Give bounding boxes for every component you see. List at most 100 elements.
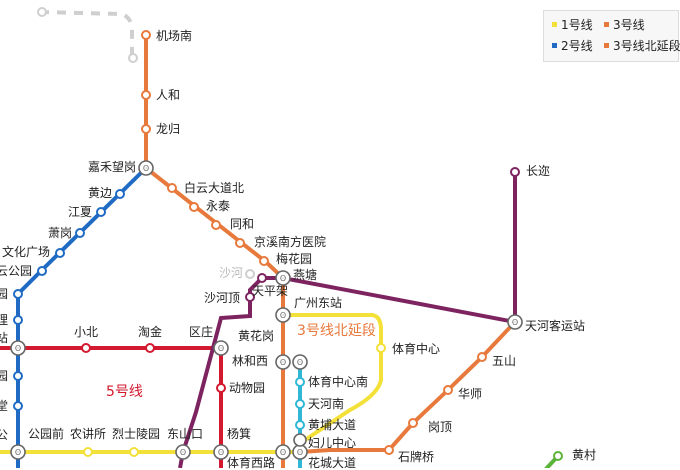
gray-dashed-line — [39, 10, 134, 58]
station-tianpingjia — [257, 273, 267, 283]
label-yantang[interactable]: 燕塘 — [293, 268, 318, 282]
label-blue-zhan[interactable]: 站 — [0, 331, 8, 345]
interchange-dongshankou: ʘ — [175, 444, 191, 460]
label-gangding[interactable]: 岗顶 — [428, 420, 453, 434]
label-tianhenan[interactable]: 天河南 — [308, 397, 345, 411]
label-blue-tang[interactable]: 堂 — [0, 399, 8, 413]
label-tiyuzhongxin[interactable]: 体育中心 — [392, 342, 441, 356]
label-huachengdadao[interactable]: 花城大道 — [308, 456, 357, 470]
label-blue-yuan2[interactable]: 园 — [0, 369, 8, 383]
station-shaheding — [245, 292, 255, 302]
label-meihuayuan[interactable]: 梅花园 — [276, 252, 313, 266]
label-longgui[interactable]: 龙归 — [156, 122, 181, 136]
label-renhe[interactable]: 人和 — [156, 88, 181, 102]
station-tiyuzhongxin — [376, 343, 386, 353]
station-blue-2 — [13, 315, 23, 325]
interchange-tianhekeyun: ʘ — [507, 314, 523, 330]
label-shaheding[interactable]: 沙河顶 — [203, 291, 240, 305]
legend-label-line3n: 3号线北延段 — [613, 39, 680, 53]
label-blue-gong[interactable]: 公 — [0, 428, 8, 442]
station-tonghe — [211, 220, 221, 230]
label-tiyuzhongxinnan[interactable]: 体育中心南 — [308, 375, 369, 389]
label-huashi[interactable]: 华师 — [458, 387, 483, 401]
svg-text:ʘ: ʘ — [280, 358, 286, 367]
label-yongtai[interactable]: 永泰 — [206, 199, 231, 213]
label-wenhuaguangchang[interactable]: 文化广场 — [1, 245, 50, 259]
interchange-jiahewanggang: ʘ — [138, 160, 154, 176]
interchange-guangzhoudongzhan: ʘ — [275, 307, 291, 323]
label-huangbian[interactable]: 黄边 — [87, 186, 112, 200]
station-nongjiangsuo — [83, 447, 93, 457]
label-huangpudadao[interactable]: 黄埔大道 — [308, 418, 357, 432]
svg-text:ʘ: ʘ — [297, 448, 303, 457]
svg-text:ʘ: ʘ — [218, 448, 224, 457]
label-huangcun[interactable]: 黄村 — [572, 448, 597, 462]
label-wushan[interactable]: 五山 — [492, 354, 517, 368]
svg-text:ʘ: ʘ — [15, 448, 21, 457]
station-tiyuzhongxinnan — [295, 377, 305, 387]
label-jichangnan[interactable]: 机场南 — [156, 29, 193, 43]
station-blue-4 — [13, 401, 23, 411]
label-xiaobei[interactable]: 小北 — [73, 325, 99, 339]
station-meihuayuan — [259, 256, 269, 266]
station-blue-1 — [13, 289, 23, 299]
legend-swatch-line3n — [604, 43, 609, 48]
label-gongyuanqian[interactable]: 公园前 — [28, 427, 65, 441]
label-blue-yuan[interactable]: 园 — [0, 287, 8, 301]
station-xiaobei — [81, 343, 91, 353]
station-dongwuyuan — [216, 383, 226, 393]
station-baiyundadaobei — [167, 183, 177, 193]
station-shipaiqiao — [384, 445, 394, 455]
station-xiaogang — [75, 228, 85, 238]
legend-swatch-line2 — [552, 43, 557, 48]
station-huangcun — [553, 451, 563, 461]
station-renhe — [141, 90, 151, 100]
label-ouzhuang[interactable]: 区庄 — [188, 325, 214, 339]
label-furenzhongxin[interactable]: 妇儿中心 — [308, 436, 357, 450]
legend-swatch-line3 — [604, 22, 609, 27]
interchange-tiyuxilu-a: ʘ — [275, 444, 291, 460]
label-jiangxia[interactable]: 江夏 — [67, 205, 92, 219]
station-jichangnan — [141, 30, 151, 40]
station-yongtai — [189, 202, 199, 212]
label-blue-li[interactable]: 理 — [0, 313, 8, 327]
label-dongshankou[interactable]: 东山口 — [166, 427, 204, 441]
station-changban — [510, 167, 520, 177]
interchange-yantang: ʘ — [275, 270, 291, 286]
label-dongwuyuan[interactable]: 动物园 — [229, 381, 266, 395]
interchange-left-station: ʘ — [10, 340, 26, 356]
line5-name: 5号线 — [106, 384, 143, 400]
label-tonghe[interactable]: 同和 — [230, 217, 255, 231]
legend-swatch-line1 — [552, 22, 557, 27]
label-jingxi[interactable]: 京溪南方医院 — [254, 235, 327, 249]
svg-text:ʘ: ʘ — [143, 164, 149, 173]
label-xiaogang[interactable]: 萧岗 — [47, 226, 72, 240]
legend-line2: 2号线 — [552, 39, 593, 53]
label-baiyundadaobei[interactable]: 白云大道北 — [184, 181, 245, 195]
label-jiahewanggang[interactable]: 嘉禾望岗 — [87, 160, 136, 174]
label-tiyuxilu[interactable]: 体育西路 — [227, 456, 276, 470]
label-yangji[interactable]: 杨箕 — [227, 427, 252, 441]
station-yungongyuan — [37, 266, 47, 276]
label-shahe[interactable]: 沙河 — [219, 266, 244, 280]
legend: 1号线 3号线 2号线 3号线北延段 — [543, 10, 680, 62]
label-tianhekeyunzhan[interactable]: 天河客运站 — [525, 319, 586, 333]
label-taojin[interactable]: 淘金 — [137, 325, 163, 339]
line3-track — [144, 35, 285, 280]
purple-track — [178, 172, 517, 468]
station-jingxi — [235, 238, 245, 248]
station-huangbian — [115, 189, 125, 199]
station-markers — [13, 30, 563, 461]
station-wenhua — [55, 248, 65, 258]
label-linhexi[interactable]: 林和西 — [232, 354, 269, 368]
label-shipaiqiao[interactable]: 石牌桥 — [398, 450, 435, 464]
label-guangzhoudongzhan[interactable]: 广州东站 — [294, 296, 343, 310]
label-nongjiangsuo[interactable]: 农讲所 — [69, 427, 107, 441]
label-changban[interactable]: 长迩 — [526, 164, 551, 178]
label-lieshilingyuan[interactable]: 烈士陵园 — [111, 427, 161, 441]
station-gangding — [408, 418, 418, 428]
label-tianpingjia[interactable]: 天平架 — [252, 284, 289, 298]
label-huanghuagang[interactable]: 黄花岗 — [238, 329, 275, 343]
station-tianhenan — [295, 399, 305, 409]
label-yungongyuan[interactable]: 云公园 — [0, 264, 32, 278]
